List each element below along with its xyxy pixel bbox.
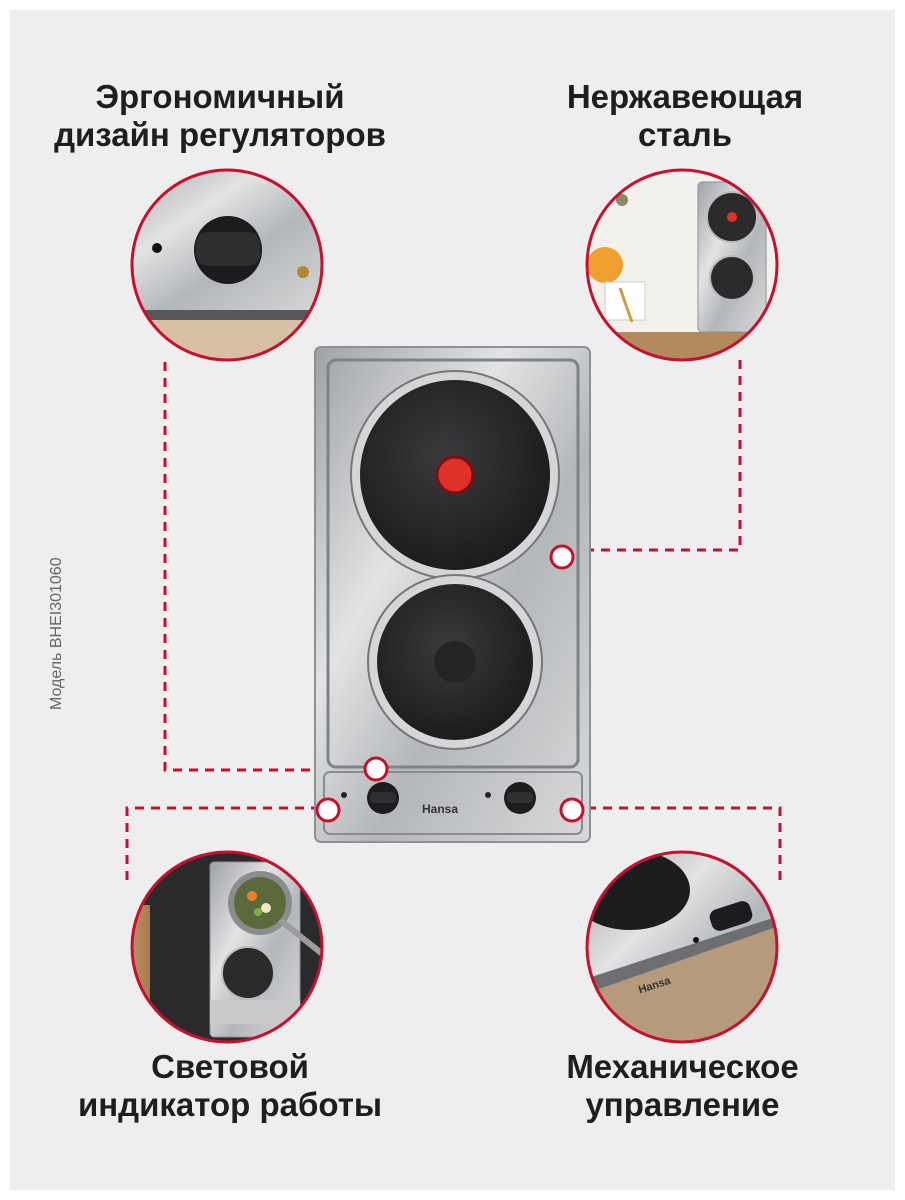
connector-mechanical xyxy=(572,806,782,880)
connector-light xyxy=(125,806,322,880)
zoom-circle-mechanical: Hansa xyxy=(585,850,779,1044)
connector-steel xyxy=(563,360,742,552)
dot-markers xyxy=(315,544,585,823)
control-knob-icon xyxy=(367,782,399,814)
connector-ergonomic xyxy=(163,362,375,772)
control-knob-icon xyxy=(504,782,536,814)
dot-marker-icon xyxy=(315,797,341,823)
cooktop-image: Hansa xyxy=(314,346,591,843)
feature-title-steel: Нержавеющая сталь xyxy=(566,78,804,153)
connector-lines xyxy=(125,360,782,880)
dot-marker-icon xyxy=(559,797,585,823)
burner-icon xyxy=(367,574,543,750)
brand-logo: Hansa xyxy=(422,802,458,816)
zoom-circle-light xyxy=(130,850,324,1044)
burner-icon xyxy=(350,370,560,580)
product-infographic: Hansa xyxy=(10,10,895,1190)
dot-marker-icon xyxy=(363,756,389,782)
model-label: Модель BHEI301060 xyxy=(48,557,65,710)
feature-title-light: Световой индикатор работы xyxy=(77,1048,383,1123)
dot-marker-icon xyxy=(549,544,575,570)
zoom-circle-steel xyxy=(585,168,779,362)
feature-title-mechanical: Механическое управление xyxy=(566,1048,799,1123)
infographic-canvas: Hansa xyxy=(125,168,782,1044)
zoom-circle-knob xyxy=(130,168,324,362)
feature-title-ergonomic: Эргономичный дизайн регуляторов xyxy=(54,78,386,153)
